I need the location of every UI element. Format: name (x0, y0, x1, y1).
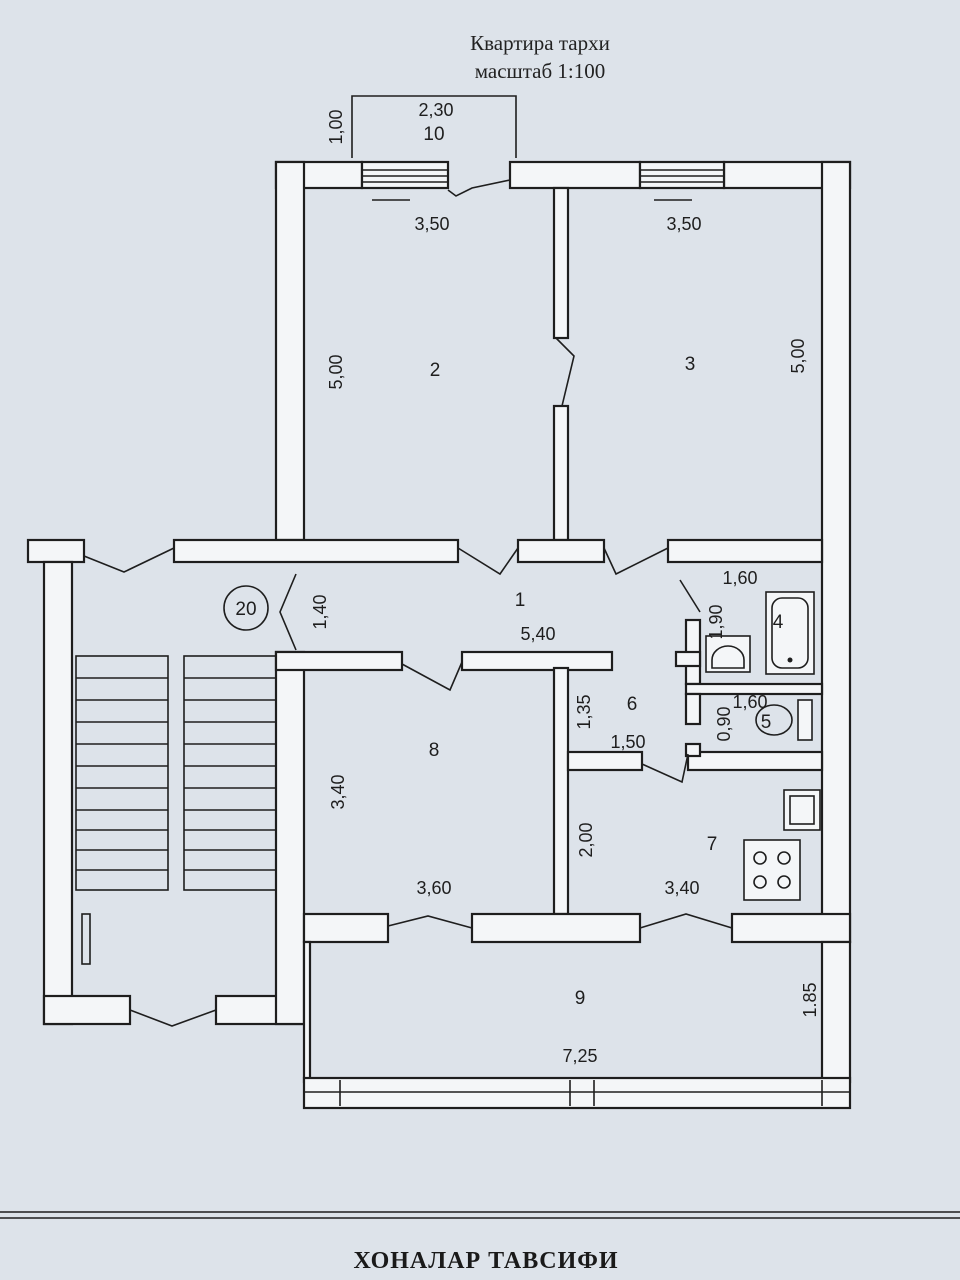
dim-room3-width: 3,50 (666, 214, 701, 234)
dim-balcony-width: 2,30 (418, 100, 453, 120)
stove-icon (743, 839, 801, 901)
dim-loggia-width: 7,25 (562, 1046, 597, 1066)
dim-room8-width: 3,60 (416, 878, 451, 898)
room-label-1: 1 (515, 590, 526, 611)
room-label-5: 5 (761, 712, 772, 733)
windows (360, 160, 726, 201)
stair-number-label: 20 (235, 599, 256, 620)
room-label-10: 10 (423, 124, 444, 145)
dim-room2-length: 5,00 (326, 354, 346, 389)
rooms-description-heading: ХОНАЛАР ТАВСИФИ (353, 1248, 618, 1274)
dim-kitchen-width: 3,40 (664, 878, 699, 898)
room-label-9: 9 (575, 988, 586, 1009)
dim-room8-length: 3,40 (328, 774, 348, 809)
walls (26, 160, 852, 1110)
washbasin-icon (705, 635, 751, 673)
plan-title: Квартира тархи (470, 31, 610, 55)
room-label-8: 8 (429, 740, 440, 761)
dim-corridor-width: 1,40 (310, 594, 330, 629)
dim-corridor-length: 5,40 (520, 624, 555, 644)
staircase (75, 655, 277, 965)
balcony-outline (351, 95, 517, 158)
room-label-3: 3 (685, 354, 696, 375)
dim-wc-width: 1,60 (732, 692, 767, 712)
dim-hall6-width: 1,50 (610, 732, 645, 752)
room-label-7: 7 (707, 834, 718, 855)
dim-hall6-length: 1,35 (574, 694, 594, 729)
dim-bath-length: 1,90 (706, 604, 726, 639)
room-label-2: 2 (430, 360, 441, 381)
dim-loggia-depth: 1.85 (800, 982, 820, 1017)
dim-balcony-depth: 1,00 (326, 109, 346, 144)
dim-kitchen-length: 2,00 (576, 822, 596, 857)
plan-scale: масштаб 1:100 (475, 59, 605, 83)
toilet-icon (755, 699, 813, 741)
dim-room3-length: 5,00 (788, 338, 808, 373)
dim-room2-width: 3,50 (414, 214, 449, 234)
stair-number-circle (223, 585, 269, 631)
dim-wc-length: 0,90 (714, 706, 734, 741)
doors (83, 179, 733, 1027)
bathtub-icon (765, 591, 815, 675)
sink-icon (783, 789, 821, 831)
room-label-4: 4 (773, 612, 784, 633)
dim-bath-width: 1,60 (722, 568, 757, 588)
room-label-6: 6 (627, 694, 638, 715)
